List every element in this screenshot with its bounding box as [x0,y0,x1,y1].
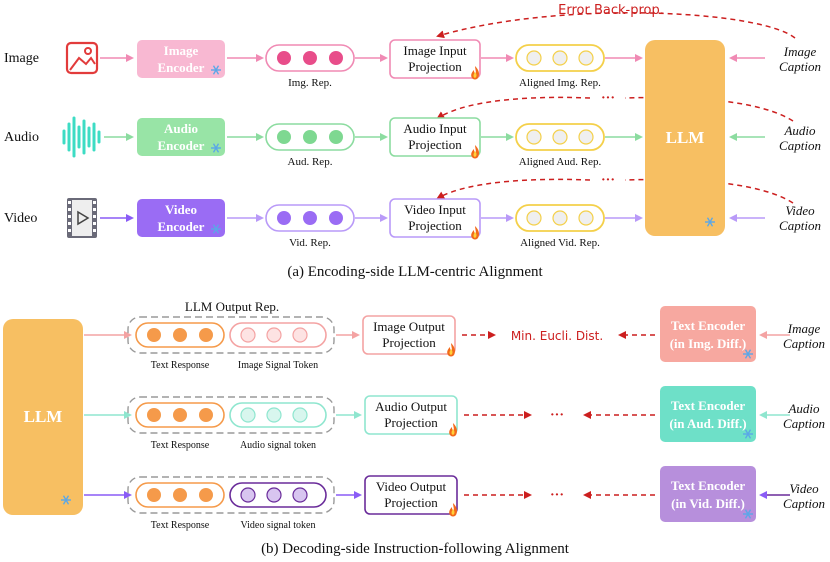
aligned-vid-rep-label: Aligned Vid. Rep. [520,237,600,249]
video-input-projection-label-1: Video Input [404,202,466,217]
text-encoder-label-image: Text Encoder [671,318,745,333]
image-input-projection-label-1: Image Input [403,43,467,58]
audio-output-projection[interactable] [364,395,458,435]
text-encoder-sub-image: (in Img. Diff.) [670,336,747,351]
film-icon [67,198,97,238]
audio-encoder-label-1: Audio [164,121,198,136]
text-response-label-image: Text Response [151,360,210,371]
image-encoder-label-2: Encoder [158,60,205,75]
video-output-projection-label-2: Projection [384,495,438,510]
audio-input-projection-label-2: Projection [408,137,462,152]
text-encoder-video-diff [660,466,756,522]
aligned-aud-rep-label: Aligned Aud. Rep. [519,156,602,168]
video-input-projection-label-2: Projection [408,218,462,233]
video-encoder-label-1: Video [165,202,197,217]
image-encoder [137,40,225,78]
input-label-audio: Audio [4,130,39,145]
decoding-row-audio: Text Response Audio signal token Audio O… [84,386,825,451]
ellipsis-video: ··· [550,488,564,503]
llm-label-decoding: LLM [24,407,63,426]
image-caption-label-1: Image [783,44,817,59]
encoding-row-image: Image Image Encoder Img. Rep. Image Inpu… [4,39,821,89]
video-encoder [137,199,225,237]
image-input-projection[interactable] [389,39,481,79]
audio-caption-b-label-2: Caption [783,416,825,431]
image-output-projection-label-1: Image Output [373,319,445,334]
output-rep-group-video [127,476,335,514]
image-caption-label-2: Caption [779,59,821,74]
caption-part-a: (a) Encoding-side LLM-centric Alignment [287,264,543,280]
audio-caption-b-label-1: Audio [787,401,820,416]
encoding-row-video: Video Video Encoder [4,198,821,249]
video-signal-token-label: Video signal token [241,520,316,531]
image-input-projection-label-2: Projection [408,59,462,74]
text-response-label-video: Text Response [151,520,210,531]
video-input-projection[interactable] [389,198,481,238]
text-encoder-label-audio: Text Encoder [671,398,745,413]
video-caption-label-2: Caption [779,218,821,233]
video-caption-b-label-1: Video [789,481,819,496]
llm-output-rep-label: LLM Output Rep. [185,299,279,314]
audio-output-projection-label-2: Projection [384,415,438,430]
aud-rep-label: Aud. Rep. [288,156,333,168]
image-output-projection[interactable] [362,315,456,355]
error-backprop-arrow-video [436,178,591,199]
encoding-row-audio: Audio Audio Encoder Aud. Rep. [4,116,821,168]
text-encoder-sub-video: (in Vid. Diff.) [671,496,745,511]
audio-caption-label-2: Caption [779,138,821,153]
text-encoder-sub-audio: (in Aud. Diff.) [669,416,746,431]
error-backprop-arrow-image [436,12,796,39]
image-encoder-label-1: Image [164,43,199,58]
input-label-video: Video [4,211,37,226]
text-encoder-label-video: Text Encoder [671,478,745,493]
video-caption-label-1: Video [785,203,815,218]
text-encoder-audio-diff [660,386,756,442]
image-output-projection-label-2: Projection [382,335,436,350]
output-rep-group-audio [127,396,335,434]
decoding-row-video: Text Response Video signal token Video O… [84,466,825,531]
llm-block-decoding [3,319,83,515]
audio-encoder-label-2: Encoder [158,138,205,153]
error-backprop-ellipsis-audio: ··· [601,91,615,106]
audio-encoder [137,118,225,156]
waveform-icon [62,116,101,158]
audio-input-projection[interactable] [389,117,481,157]
audio-signal-token-label: Audio signal token [240,440,316,451]
aligned-img-rep-label: Aligned Img. Rep. [519,77,601,89]
image-caption-b-label-2: Caption [783,336,825,351]
error-backprop-label: Error Back-prop. [558,3,664,18]
error-backprop-ellipsis-video: ··· [601,173,615,188]
min-eucli-dist-label: Min. Eucli. Dist. [511,329,603,343]
llm-block-encoding [645,40,725,236]
img-rep-label: Img. Rep. [288,77,332,89]
audio-caption-label-1: Audio [783,123,816,138]
image-caption-b-label-1: Image [787,321,821,336]
input-label-image: Image [4,51,39,66]
ellipsis-audio: ··· [550,408,564,423]
image-signal-token-label: Image Signal Token [238,360,318,371]
text-response-label-audio: Text Response [151,440,210,451]
output-rep-group-image [127,316,335,354]
text-encoder-image-diff [660,306,756,362]
caption-part-b: (b) Decoding-side Instruction-following … [261,541,570,557]
decoding-row-image: Text Response Image Signal Token Image O… [84,306,825,371]
error-backprop-arrow-audio [436,96,591,120]
video-output-projection[interactable] [364,475,458,515]
audio-output-projection-label-1: Audio Output [375,399,447,414]
video-encoder-label-2: Encoder [158,219,205,234]
video-caption-b-label-2: Caption [783,496,825,511]
llm-label-encoding: LLM [666,128,705,147]
audio-input-projection-label-1: Audio Input [403,121,467,136]
image-icon [65,41,99,75]
vid-rep-label: Vid. Rep. [289,237,331,249]
video-output-projection-label-1: Video Output [376,479,447,494]
